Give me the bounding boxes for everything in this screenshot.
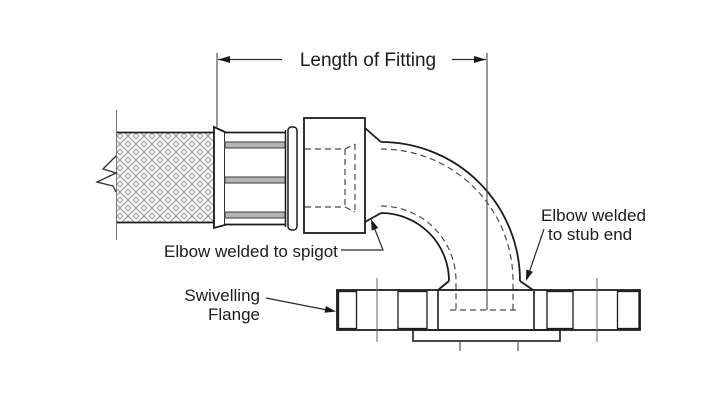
swivelling-flange-label-line1: Swivelling: [184, 286, 260, 305]
flange-hatch: [397, 290, 428, 330]
flange-hatch: [616, 290, 640, 330]
spigot-collar: [287, 126, 298, 231]
weld-stub-label-line2: to stub end: [548, 225, 633, 244]
stub-lap-plate: [412, 329, 561, 342]
weld-stub-label: Elbow welded to stub end: [541, 206, 646, 244]
leader-flange-arrow: [324, 306, 336, 313]
elbow-bore-dashed-inner: [380, 205, 457, 310]
dim-arrow-left: [218, 56, 230, 63]
stub-weld-bevel-right: [519, 280, 534, 291]
swivelling-flange-label: Swivelling Flange: [184, 286, 260, 324]
elbow-socket-block: [303, 117, 366, 234]
leader-spigot-arrow: [371, 219, 379, 231]
hidden-spigot-dashes: [305, 143, 356, 213]
bore-exit-lines: [459, 341, 519, 351]
weld-bevel-bottom: [364, 212, 382, 223]
break-symbol: [95, 155, 118, 193]
dimension-label: Length of Fitting: [299, 50, 437, 71]
leader-spigot: [341, 221, 384, 251]
elbow-inner-arc: [380, 212, 450, 282]
socket-band: [224, 176, 286, 184]
weld-spigot-label: Elbow welded to spigot: [164, 242, 338, 261]
socket-flare-cone: [213, 125, 226, 230]
swivelling-flange-label-line2: Flange: [208, 305, 260, 324]
leader-stub: [527, 228, 545, 277]
elbow-outer-arc: [380, 141, 521, 282]
weld-bevel-top: [364, 127, 382, 143]
socket-band: [224, 211, 286, 219]
weld-stub-label-line1: Elbow welded: [541, 206, 646, 225]
spigot-socket: [213, 125, 298, 231]
dim-arrow-right: [474, 56, 486, 63]
stub-weld-bevel-left: [437, 280, 450, 291]
leader-lines: [265, 219, 545, 313]
stub-hub-walls: [437, 291, 535, 329]
swivelling-flange: [336, 278, 641, 351]
elbow: [303, 117, 534, 311]
leader-flange: [265, 297, 328, 311]
elbow-bore-dashed-outer: [380, 148, 514, 310]
flange-hatch: [337, 290, 358, 330]
flange-hatch: [546, 290, 574, 330]
socket-band: [224, 141, 286, 149]
leader-stub-arrow: [526, 269, 533, 281]
length-dimension: [216, 53, 488, 310]
braided-hose: [95, 110, 214, 240]
